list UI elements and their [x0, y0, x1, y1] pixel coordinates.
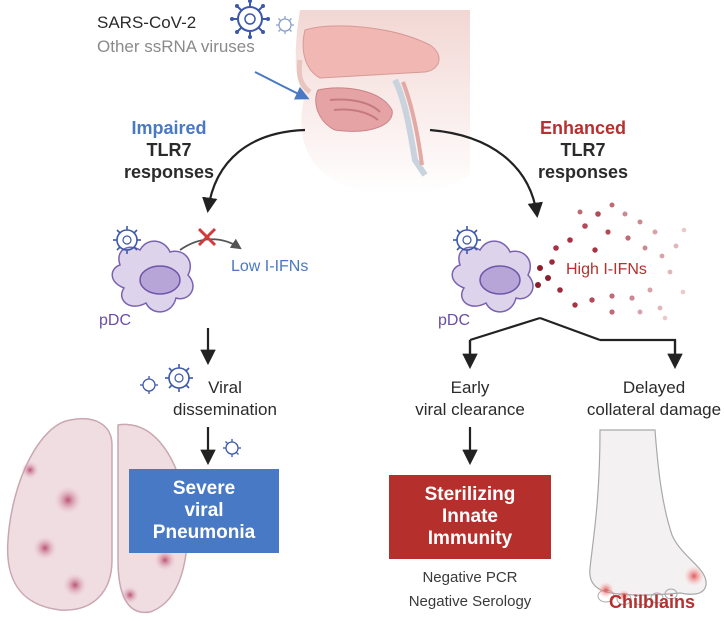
- chilblains-label: Chilblains: [608, 592, 696, 612]
- entry-arrow: [254, 71, 310, 100]
- pdc-cell-right: [451, 240, 534, 313]
- early-clearance-line1: Early: [450, 378, 490, 397]
- virus-icon-large-top: [230, 0, 270, 39]
- pdc-cell-left: [111, 240, 194, 313]
- dissemination-line1: Viral: [208, 378, 242, 397]
- ifn-dots: [535, 202, 687, 321]
- pdc-label-left: pDC: [99, 312, 132, 329]
- outcome-right-line2: Innate: [442, 506, 498, 528]
- head-airway-illustration: [295, 10, 470, 195]
- virus-icon-dissemination-large: [165, 364, 193, 392]
- negative-serology: Negative Serology: [408, 593, 532, 610]
- virus-icon-small-top: [276, 16, 294, 34]
- outcome-left-line3: Pneumonia: [152, 521, 256, 543]
- virus-icon-lung: [223, 439, 241, 457]
- foot-illustration: [589, 429, 707, 606]
- sterilizing-immunity-box: Sterilizing Innate Immunity: [389, 475, 551, 559]
- pdc-label-right: pDC: [438, 312, 471, 329]
- right-heading-responses: responses: [537, 162, 629, 182]
- outcome-right-line3: Immunity: [427, 527, 513, 549]
- virus-name: SARS-CoV-2: [97, 13, 197, 32]
- other-viruses-label: Other ssRNA viruses: [97, 37, 255, 56]
- right-heading-tlr7: TLR7: [560, 140, 606, 160]
- outcome-left-line2: viral: [184, 500, 224, 522]
- right-heading-enhanced: Enhanced: [539, 118, 627, 138]
- low-ifn-label: Low I-IFNs: [231, 258, 309, 275]
- negative-pcr: Negative PCR: [422, 569, 518, 586]
- early-clearance-line2: viral clearance: [415, 400, 525, 419]
- virus-icon-left-cell: [113, 226, 141, 254]
- severe-pneumonia-box: Severe viral Pneumonia: [129, 469, 279, 553]
- virus-icon-dissemination-small: [140, 376, 158, 394]
- virus-icon-right-cell: [453, 226, 481, 254]
- left-branch-arrow: [202, 128, 306, 214]
- dissemination-line2: dissemination: [173, 400, 277, 419]
- blocked-x-icon: [197, 227, 217, 247]
- right-split-lines: [468, 316, 677, 360]
- right-branch-arrow: [429, 128, 543, 219]
- delayed-damage-line1: Delayed: [622, 378, 686, 397]
- outcome-right-line1: Sterilizing: [424, 484, 516, 506]
- left-heading-impaired: Impaired: [131, 118, 207, 138]
- high-ifn-label: High I-IFNs: [566, 261, 647, 278]
- outcome-left-line1: Severe: [172, 478, 236, 500]
- left-heading-tlr7: TLR7: [146, 140, 192, 160]
- left-heading-responses: responses: [123, 162, 215, 182]
- delayed-damage-line2: collateral damage: [586, 400, 722, 419]
